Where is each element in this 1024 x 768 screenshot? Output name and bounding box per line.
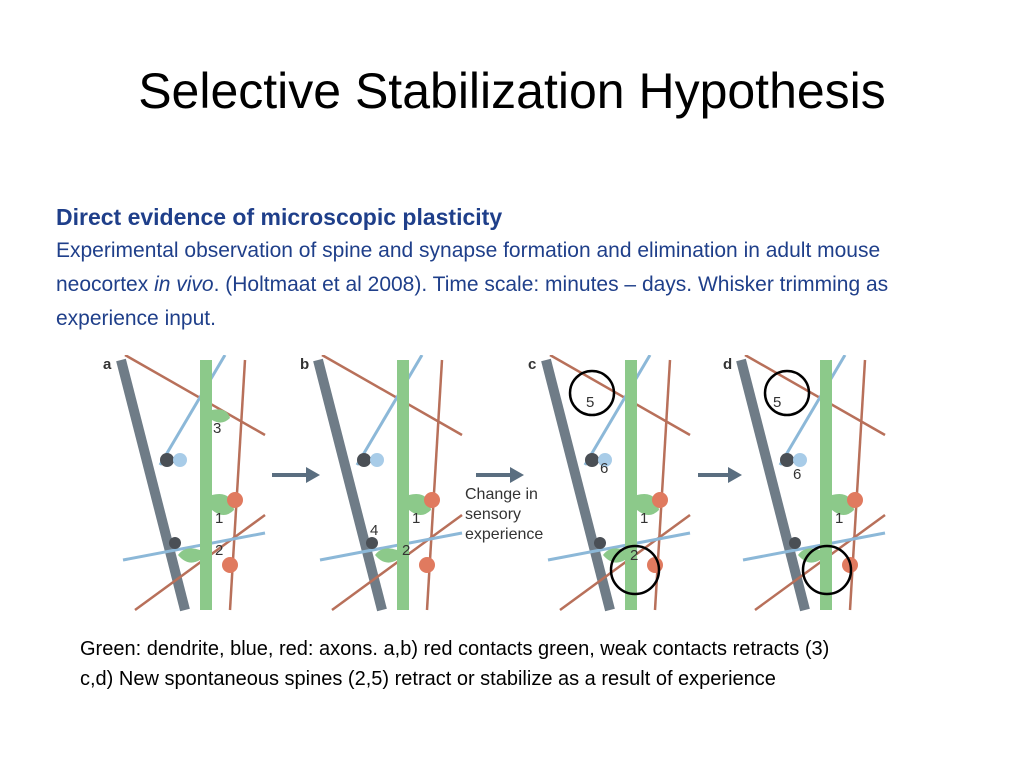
arrow-label-line: sensory xyxy=(465,506,521,523)
body-paragraph: Experimental observation of spine and sy… xyxy=(56,234,976,336)
spine-label: 2 xyxy=(215,542,223,559)
highlight-circle xyxy=(609,544,661,596)
panel-letter-c: c xyxy=(528,356,536,373)
spine-label: 1 xyxy=(835,510,843,527)
body-heading: Direct evidence of microscopic plasticit… xyxy=(56,204,503,230)
spine-label: 6 xyxy=(600,460,608,477)
paragraph-part-2: . (Holtmaat et al 2008). Time scale: min… xyxy=(56,273,889,330)
panel-a: a 3 1 2 xyxy=(103,355,265,610)
spine-label: 2 xyxy=(630,547,638,564)
caption-line: Green: dendrite, blue, red: axons. a,b) … xyxy=(80,638,830,660)
paragraph-part-1: Experimental observation of spine and sy… xyxy=(56,239,881,296)
highlight-circle xyxy=(568,369,616,417)
panel-c: c 5 6 1 2 xyxy=(528,355,690,610)
figure-caption: Green: dendrite, blue, red: axons. a,b) … xyxy=(80,634,980,694)
panel-letter-d: d xyxy=(723,356,732,373)
spine-label: 5 xyxy=(586,394,594,411)
highlight-circle xyxy=(763,369,811,417)
arrow-label-line: Change in xyxy=(465,486,538,503)
arrow-b-c: Change in sensory experience xyxy=(465,467,543,543)
panel-d: d 5 6 1 xyxy=(723,355,885,610)
spine-plasticity-figure: a 3 1 2 b 1 4 2 Change in sensory experi… xyxy=(103,355,1024,615)
arrow-label-line: experience xyxy=(465,526,543,543)
spine-label: 2 xyxy=(402,542,410,559)
spine-label: 1 xyxy=(412,510,420,527)
spine-label: 6 xyxy=(793,466,801,483)
spine-label: 4 xyxy=(370,522,378,539)
arrow-a-b xyxy=(272,467,320,483)
highlight-circle xyxy=(801,544,853,596)
caption-line: c,d) New spontaneous spines (2,5) retrac… xyxy=(80,668,776,690)
panel-letter-a: a xyxy=(103,356,112,373)
body-text: Direct evidence of microscopic plasticit… xyxy=(56,200,976,336)
spine-label: 3 xyxy=(213,420,221,437)
paragraph-italic: in vivo xyxy=(154,273,214,296)
slide-title: Selective Stabilization Hypothesis xyxy=(138,63,886,119)
spine-label: 1 xyxy=(215,510,223,527)
arrow-c-d xyxy=(698,467,742,483)
spine-label: 5 xyxy=(773,394,781,411)
spine-label: 1 xyxy=(640,510,648,527)
panel-letter-b: b xyxy=(300,356,309,373)
panel-b: b 1 4 2 xyxy=(300,355,462,610)
